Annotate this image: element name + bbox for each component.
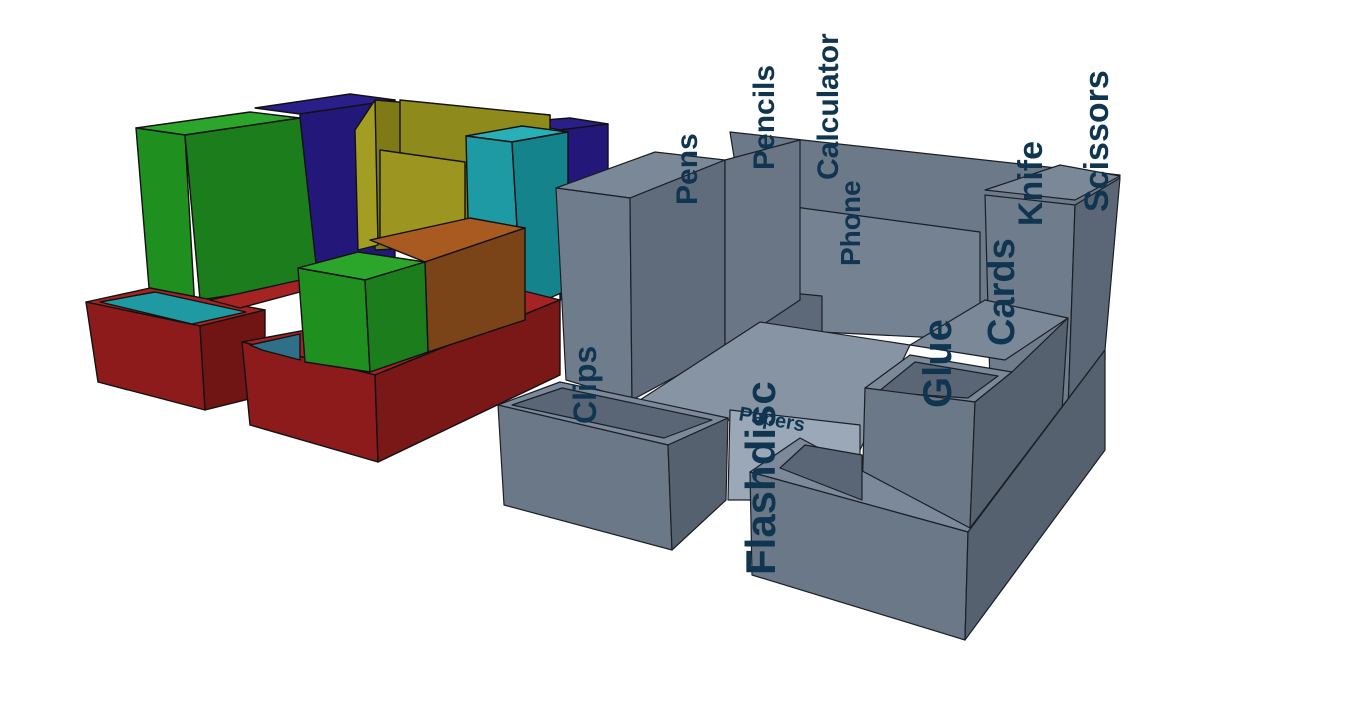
green-front-compartment — [297, 251, 429, 373]
label-pens: Pens — [671, 133, 704, 205]
label-phone: Phone — [835, 180, 866, 266]
label-glue: Glue — [916, 319, 960, 408]
label-cards: Cards — [981, 238, 1023, 346]
label-scissors: Scissors — [1078, 70, 1116, 212]
label-flashdisc: Flashdisc — [737, 381, 784, 575]
orange-compartment — [369, 217, 526, 353]
label-pencils: Pencils — [748, 65, 781, 170]
label-knife: Knife — [1012, 141, 1050, 226]
labeled-organizer-model[interactable] — [497, 131, 1121, 641]
front-base — [749, 349, 1106, 641]
label-clips: Clips — [567, 346, 603, 424]
pens-pencils-column — [555, 139, 801, 401]
compartment-labels: Pens Pencils Calculator Phone Knife Scis… — [567, 33, 1116, 575]
label-calculator: Calculator — [812, 33, 845, 180]
green-back-compartment — [135, 111, 319, 311]
glue-cards-boxes — [861, 299, 1069, 529]
colored-organizer-model[interactable] — [85, 93, 609, 463]
clips-box — [497, 381, 729, 551]
